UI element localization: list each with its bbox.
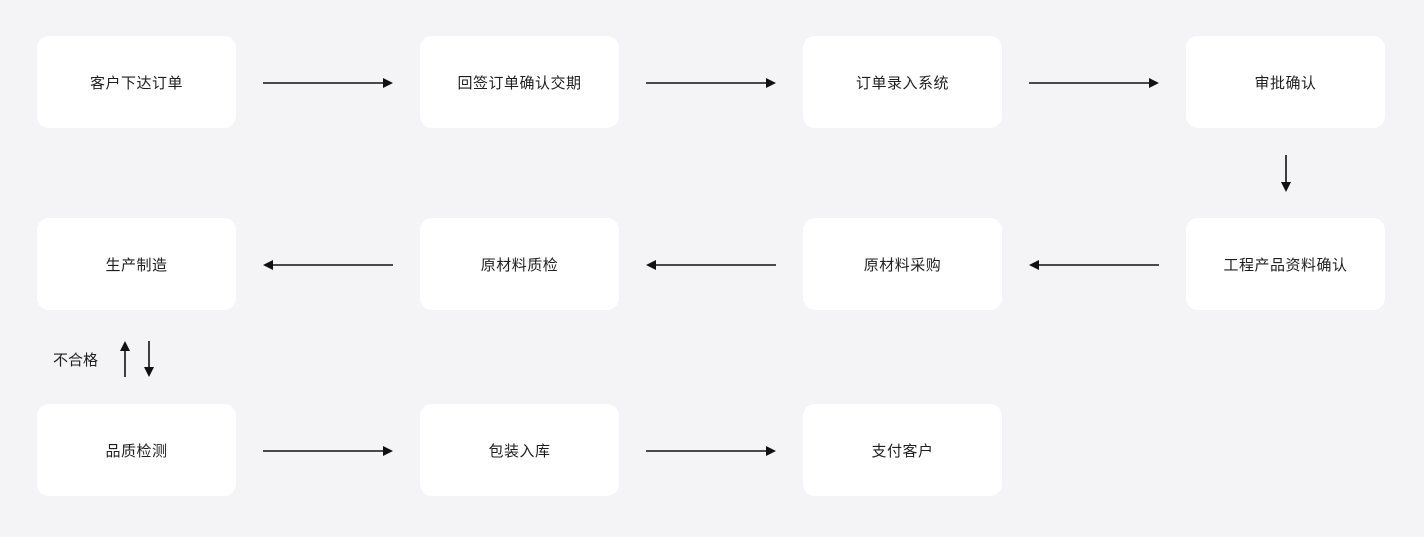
arrowhead-left bbox=[1029, 260, 1039, 270]
node-label: 订单录入系统 bbox=[855, 73, 949, 92]
node-label: 品质检测 bbox=[105, 441, 168, 460]
arrowhead-right bbox=[383, 78, 393, 88]
node-label: 审批确认 bbox=[1254, 73, 1317, 92]
node-material-purchase: 原材料采购 bbox=[803, 218, 1002, 310]
arrowhead-down bbox=[144, 367, 154, 377]
arrowhead-left bbox=[646, 260, 656, 270]
arrowhead-left bbox=[263, 260, 273, 270]
node-label: 原材料采购 bbox=[863, 255, 942, 274]
node-label: 包装入库 bbox=[488, 441, 551, 460]
node-label: 工程产品资料确认 bbox=[1223, 255, 1348, 274]
node-packing-storage: 包装入库 bbox=[420, 404, 619, 496]
node-label: 客户下达订单 bbox=[89, 73, 183, 92]
node-quality-check: 品质检测 bbox=[37, 404, 236, 496]
node-label: 生产制造 bbox=[105, 255, 168, 274]
arrowhead-down bbox=[1281, 182, 1291, 192]
arrowhead-right bbox=[766, 446, 776, 456]
node-label: 原材料质检 bbox=[480, 255, 559, 274]
node-material-inspection: 原材料质检 bbox=[420, 218, 619, 310]
arrowhead-right bbox=[383, 446, 393, 456]
unqualified-label: 不合格 bbox=[53, 351, 99, 369]
node-order-entry: 订单录入系统 bbox=[803, 36, 1002, 128]
node-deliver-customer: 支付客户 bbox=[803, 404, 1002, 496]
node-confirm-delivery: 回签订单确认交期 bbox=[420, 36, 619, 128]
node-customer-order: 客户下达订单 bbox=[37, 36, 236, 128]
node-engineering-confirm: 工程产品资料确认 bbox=[1186, 218, 1385, 310]
node-label: 回签订单确认交期 bbox=[457, 73, 582, 92]
node-production: 生产制造 bbox=[37, 218, 236, 310]
arrowhead-right bbox=[766, 78, 776, 88]
node-approval: 审批确认 bbox=[1186, 36, 1385, 128]
arrowhead-up bbox=[120, 341, 130, 351]
arrowhead-right bbox=[1149, 78, 1159, 88]
node-label: 支付客户 bbox=[871, 441, 934, 460]
